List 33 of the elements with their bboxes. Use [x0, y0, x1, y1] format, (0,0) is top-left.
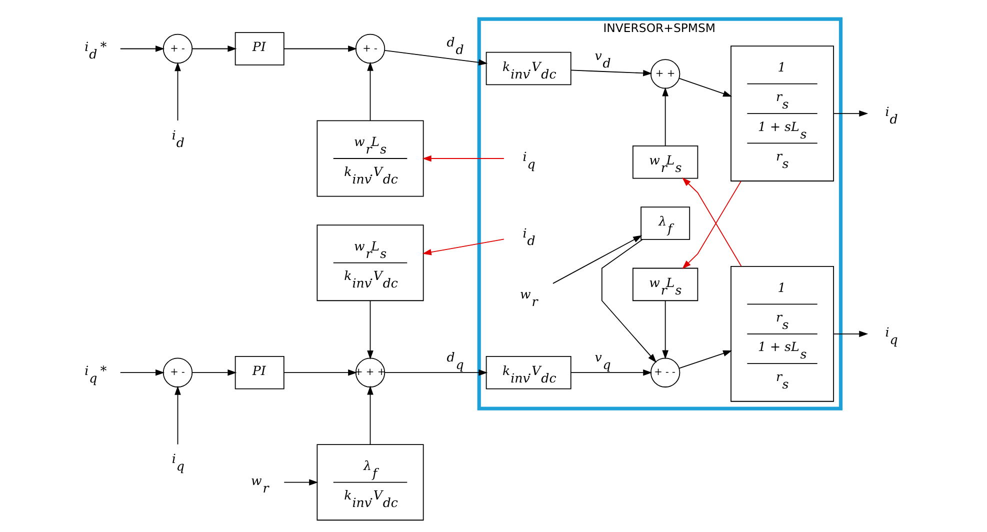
- arrow: [284, 46, 358, 52]
- arrow: [367, 62, 374, 122]
- arrow: [601, 239, 657, 363]
- arrow: [192, 369, 237, 376]
- arrow: [570, 70, 652, 76]
- node-box: PI: [234, 356, 284, 390]
- arrow: [678, 350, 732, 369]
- arrow: [833, 110, 868, 117]
- arrow: [422, 155, 504, 162]
- arrow: [367, 386, 374, 445]
- arrow: [384, 369, 488, 376]
- arrow: [422, 238, 504, 256]
- arrow: [192, 46, 237, 52]
- arrow: [662, 300, 668, 360]
- arrow: [833, 330, 868, 338]
- arrow: [552, 235, 642, 284]
- node-circle: + -: [355, 34, 386, 64]
- node-circle: + -: [162, 34, 193, 64]
- arrow: [384, 50, 488, 66]
- arrow: [284, 369, 358, 376]
- arrow: [284, 479, 318, 486]
- node-circle: + -: [162, 358, 193, 388]
- arrow: [570, 369, 652, 376]
- node-circle: + - -: [650, 358, 680, 388]
- arrow: [174, 386, 181, 445]
- arrow: [174, 62, 181, 121]
- arrow: [120, 46, 165, 52]
- arrow: [120, 369, 165, 376]
- arrow: [678, 78, 732, 97]
- node-circle: + +: [650, 59, 680, 89]
- node-box: PI: [234, 32, 284, 66]
- arrow: [662, 87, 668, 146]
- arrow: [367, 300, 374, 360]
